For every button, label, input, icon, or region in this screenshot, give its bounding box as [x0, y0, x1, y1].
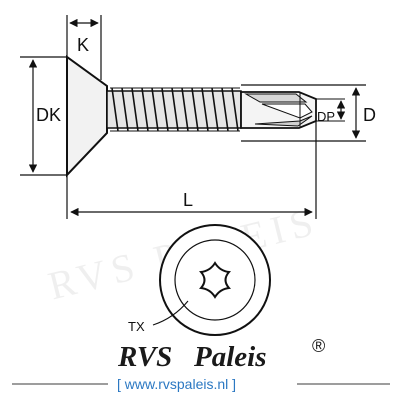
- dimension-dp: DP: [316, 98, 346, 124]
- brand-name-paleis: Paleis: [193, 341, 267, 373]
- dimension-k: K: [66, 15, 102, 80]
- screw-shank: [106, 87, 242, 132]
- label-tx: TX: [128, 319, 145, 334]
- label-l: L: [183, 190, 193, 210]
- screw-head: [66, 55, 108, 178]
- thread-pattern: [110, 87, 240, 132]
- label-dk: DK: [36, 105, 61, 125]
- brand-name-rvs: RVS: [117, 341, 172, 373]
- dimension-d: D: [241, 84, 376, 142]
- head-top-view: TX: [128, 224, 271, 336]
- registered-mark: ®: [312, 336, 325, 356]
- torx-drive-icon: [198, 261, 232, 299]
- label-k: K: [77, 35, 89, 55]
- label-dp: DP: [317, 109, 335, 124]
- drill-point: [240, 91, 317, 129]
- footer: [ www.rvspaleis.nl ]: [12, 376, 390, 392]
- label-d: D: [363, 105, 376, 125]
- website-link[interactable]: [ www.rvspaleis.nl ]: [117, 376, 236, 392]
- dimension-dk: DK: [20, 56, 67, 176]
- brand-logo: RVS Paleis ®: [117, 336, 325, 373]
- dimension-l: L: [66, 121, 317, 219]
